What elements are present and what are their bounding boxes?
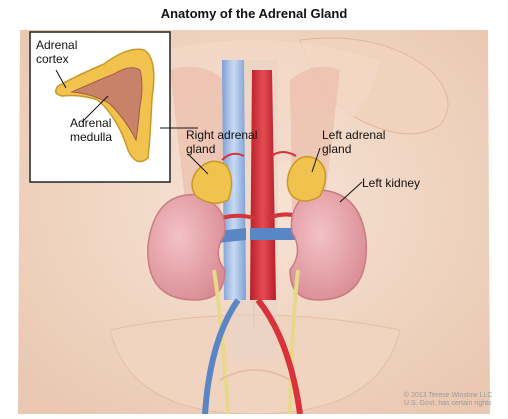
label-adrenal-medulla: Adrenal medulla xyxy=(70,116,112,144)
label-adrenal-cortex-line1: Adrenal xyxy=(36,38,77,52)
copyright-credit: © 2013 Terese Winslow LLC U.S. Govt. has… xyxy=(404,392,492,408)
label-adrenal-medulla-line2: medulla xyxy=(70,130,112,144)
label-left-adrenal-line1: Left adrenal xyxy=(322,128,385,142)
credit-line1: © 2013 Terese Winslow LLC xyxy=(404,392,492,400)
label-left-adrenal-gland: Left adrenal gland xyxy=(322,128,385,156)
label-left-adrenal-line2: gland xyxy=(322,142,385,156)
label-adrenal-cortex: Adrenal cortex xyxy=(36,38,77,66)
label-right-adrenal-line1: Right adrenal xyxy=(186,128,257,142)
diagram-title: Anatomy of the Adrenal Gland xyxy=(0,6,508,21)
aorta xyxy=(250,70,276,300)
left-kidney xyxy=(290,190,366,300)
label-adrenal-medulla-line1: Adrenal xyxy=(70,116,112,130)
credit-line2: U.S. Govt. has certain rights xyxy=(404,400,492,408)
label-adrenal-cortex-line2: cortex xyxy=(36,52,77,66)
label-right-adrenal-gland: Right adrenal gland xyxy=(186,128,257,156)
label-right-adrenal-line2: gland xyxy=(186,142,257,156)
right-kidney xyxy=(148,195,225,300)
label-left-kidney: Left kidney xyxy=(362,176,420,190)
